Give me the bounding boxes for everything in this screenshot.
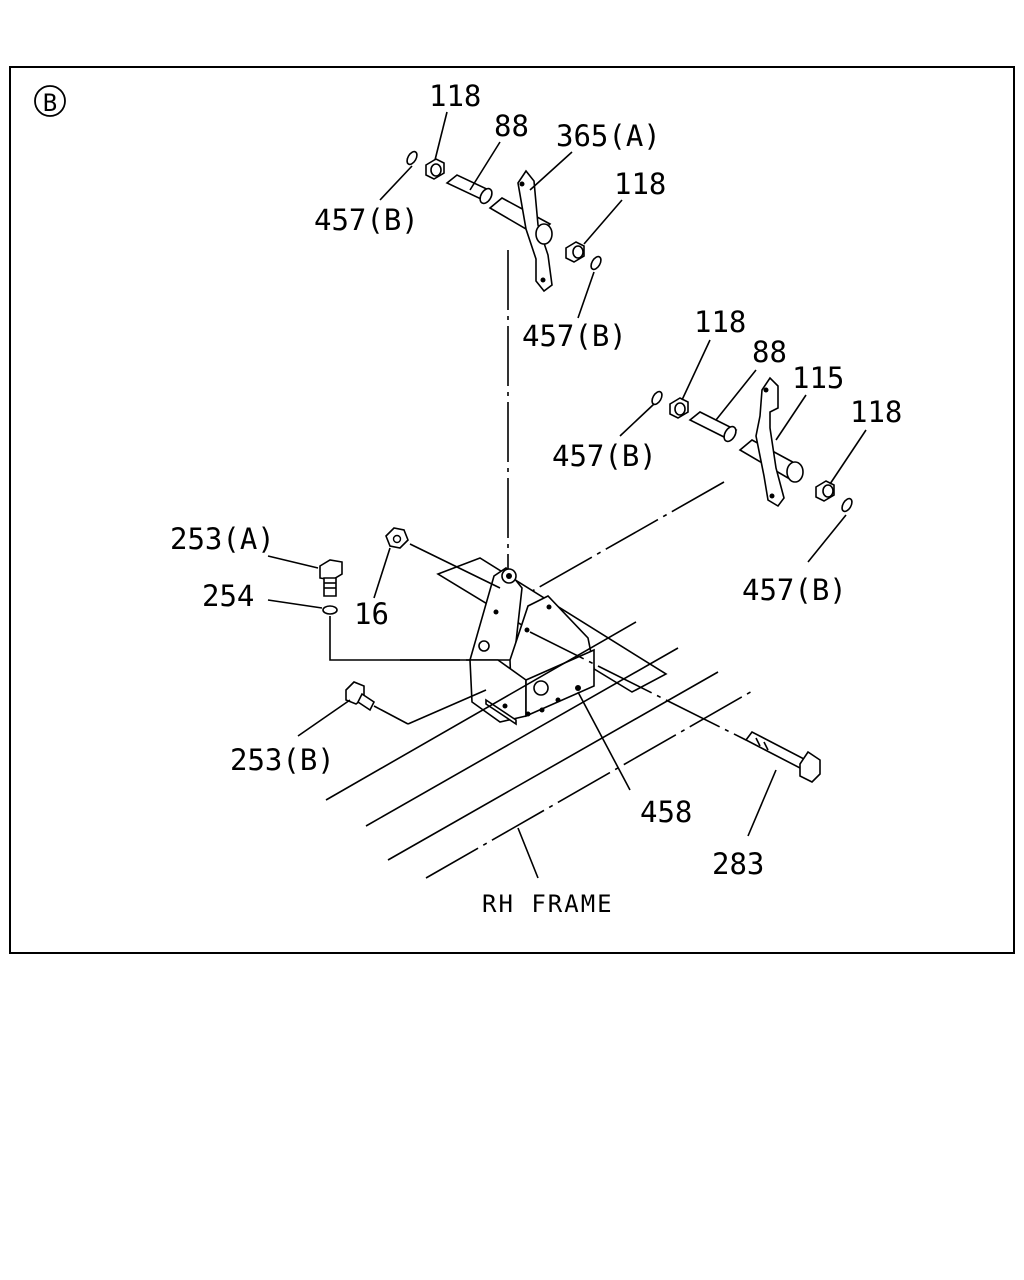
rh-frame bbox=[325, 621, 755, 879]
view-marker: B bbox=[34, 85, 66, 117]
callout-457b-mid-left: 457(B) bbox=[552, 439, 657, 473]
nut-16 bbox=[385, 527, 409, 549]
bolt-253b bbox=[345, 681, 376, 712]
callout-88-mid: 88 bbox=[752, 335, 787, 369]
washer-254 bbox=[322, 605, 338, 615]
bolt-283 bbox=[744, 730, 821, 783]
bracket-assembly bbox=[436, 557, 668, 726]
middle-assembly bbox=[651, 376, 853, 513]
callout-16: 16 bbox=[354, 597, 389, 631]
callout-458: 458 bbox=[640, 795, 692, 829]
callout-88-top: 88 bbox=[494, 109, 529, 143]
diagram-border bbox=[9, 66, 1015, 954]
callout-457b-mid-right: 457(B) bbox=[742, 573, 847, 607]
frame-label: RH FRAME bbox=[482, 890, 614, 918]
callout-118-top: 118 bbox=[429, 79, 481, 113]
bolt-253a bbox=[319, 559, 343, 597]
callout-253a: 253(A) bbox=[170, 522, 275, 556]
callout-115: 115 bbox=[792, 361, 844, 395]
callout-283: 283 bbox=[712, 847, 764, 881]
callout-457b-top-left: 457(B) bbox=[314, 203, 419, 237]
callout-254: 254 bbox=[202, 579, 254, 613]
svg-text:B: B bbox=[43, 89, 57, 117]
callout-365a: 365(A) bbox=[556, 119, 661, 153]
leader-lines bbox=[267, 111, 867, 879]
upper-assembly bbox=[406, 150, 602, 293]
callout-118-top-right: 118 bbox=[614, 167, 666, 201]
callout-118-mid-right: 118 bbox=[850, 395, 902, 429]
callout-457b-top-right: 457(B) bbox=[522, 319, 627, 353]
callout-253b: 253(B) bbox=[230, 743, 335, 777]
callout-118-mid: 118 bbox=[694, 305, 746, 339]
